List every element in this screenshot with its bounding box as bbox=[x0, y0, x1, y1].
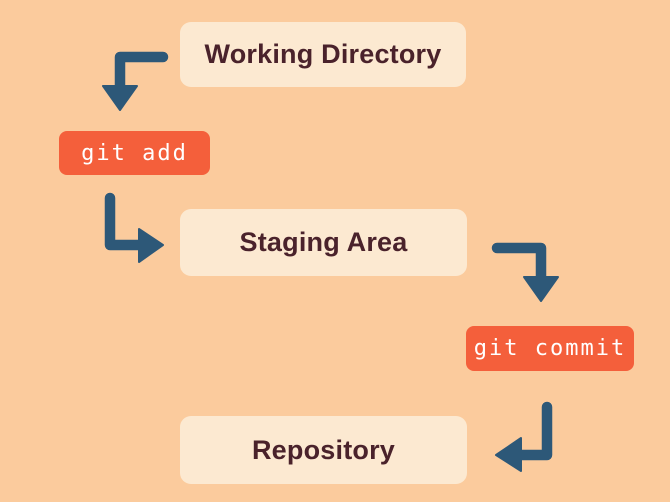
arrow-staging-area-to-git-commit bbox=[491, 242, 559, 302]
arrow-working-directory-to-git-add bbox=[102, 51, 169, 111]
node-git-commit-label: git commit bbox=[473, 336, 627, 361]
node-working-directory-label: Working Directory bbox=[204, 39, 442, 69]
node-working-directory: Working Directory bbox=[180, 22, 466, 87]
node-git-commit-command: git commit bbox=[466, 326, 634, 371]
node-git-add-command: git add bbox=[59, 131, 210, 175]
arrow-git-commit-to-repository bbox=[495, 401, 553, 472]
arrow-git-add-to-staging-area bbox=[104, 192, 164, 263]
node-git-add-label: git add bbox=[81, 140, 188, 166]
node-repository-label: Repository bbox=[251, 434, 396, 465]
node-repository: Repository bbox=[180, 416, 467, 484]
node-staging-area: Staging Area bbox=[180, 209, 467, 276]
node-staging-area-label: Staging Area bbox=[239, 227, 408, 257]
